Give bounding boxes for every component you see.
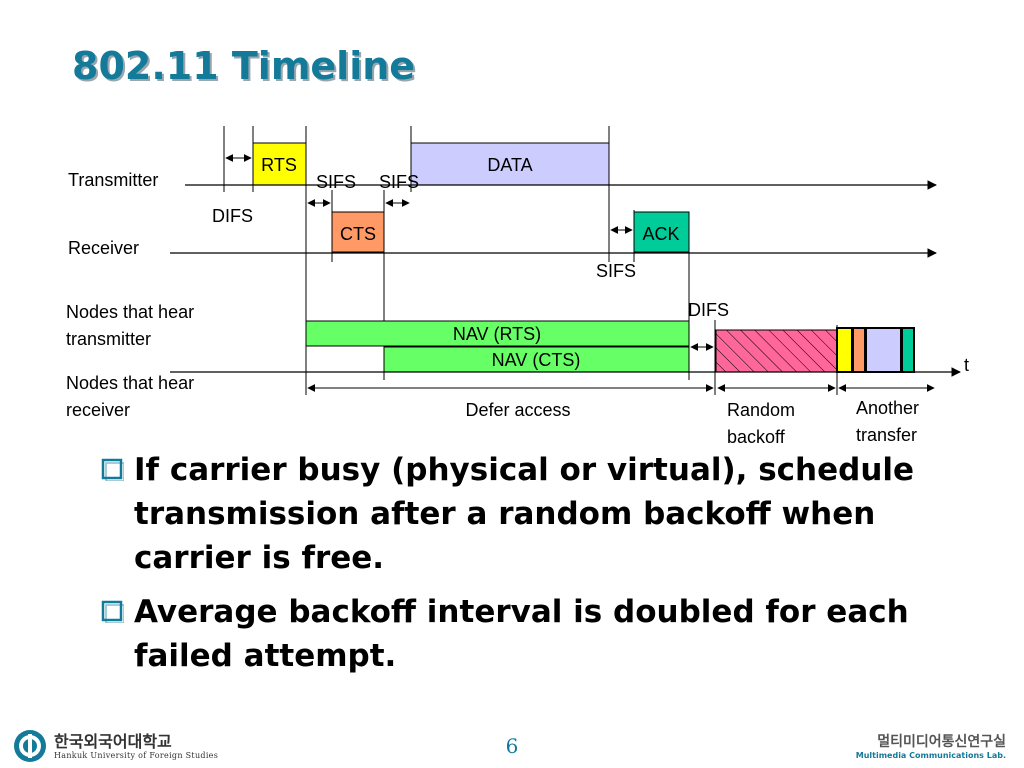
random-backoff-label-1: Random xyxy=(727,400,795,420)
checkbox-bullet-icon xyxy=(101,600,124,623)
another-transfer-blocks xyxy=(836,327,915,373)
sifs-label-2: SIFS xyxy=(379,172,419,192)
ack-label: ACK xyxy=(642,224,679,244)
rts-label: RTS xyxy=(261,155,297,175)
timeline-diagram: RTS DATA CTS ACK NAV (RTS) NAV (CTS) Tra… xyxy=(66,126,969,447)
bullet-list: If carrier busy (physical or virtual), s… xyxy=(100,448,1000,688)
nav-rts-bar xyxy=(305,320,690,347)
nav-rts-label: NAV (RTS) xyxy=(453,324,541,344)
hear-rx-label-2: receiver xyxy=(66,400,130,420)
lab-name-ko: 멀티미디어통신연구실 xyxy=(877,734,1006,750)
bullet-item: Average backoff interval is doubled for … xyxy=(100,590,1000,678)
difs-label-1: DIFS xyxy=(212,206,253,226)
bullet-item: If carrier busy (physical or virtual), s… xyxy=(100,448,1000,580)
cts-frame xyxy=(331,211,385,253)
hear-rx-label-1: Nodes that hear xyxy=(66,373,194,393)
hear-tx-label-1: Nodes that hear xyxy=(66,302,194,322)
data-label: DATA xyxy=(487,155,532,175)
ack-frame xyxy=(633,211,690,253)
nav-cts-label: NAV (CTS) xyxy=(492,350,581,370)
sifs-label-3: SIFS xyxy=(596,261,636,281)
another-transfer-label-2: transfer xyxy=(856,425,917,445)
nav-cts-bar xyxy=(383,346,690,373)
university-name-en: Hankuk University of Foreign Studies xyxy=(54,750,219,760)
backoff-block xyxy=(715,329,838,373)
university-name-ko: 한국외국어대학교 xyxy=(54,731,172,751)
lab-name-en: Multimedia Communications Lab. xyxy=(855,751,1006,760)
checkbox-bullet-icon xyxy=(101,458,124,481)
slide-title: 802.11 Timeline xyxy=(72,44,416,88)
lab-logo: 멀티미디어통신연구실 Multimedia Communications Lab… xyxy=(856,734,1006,760)
receiver-label: Receiver xyxy=(68,238,139,258)
bullet-text: If carrier busy (physical or virtual), s… xyxy=(134,452,915,576)
rts-frame xyxy=(252,142,307,186)
cts-label: CTS xyxy=(340,224,376,244)
random-backoff-label-2: backoff xyxy=(727,427,786,447)
transmitter-label: Transmitter xyxy=(68,170,158,190)
defer-access-label: Defer access xyxy=(465,400,570,420)
hear-tx-label-2: transmitter xyxy=(66,329,151,349)
bullet-text: Average backoff interval is doubled for … xyxy=(134,594,909,674)
difs-label-2: DIFS xyxy=(688,300,729,320)
sifs-label-1: SIFS xyxy=(316,172,356,192)
time-axis-label: t xyxy=(964,355,969,375)
data-frame xyxy=(410,142,610,186)
university-seal-icon xyxy=(14,730,46,762)
page-number: 6 xyxy=(505,734,519,758)
university-logo: 한국외국어대학교 Hankuk University of Foreign St… xyxy=(12,728,218,764)
another-transfer-label-1: Another xyxy=(856,398,919,418)
